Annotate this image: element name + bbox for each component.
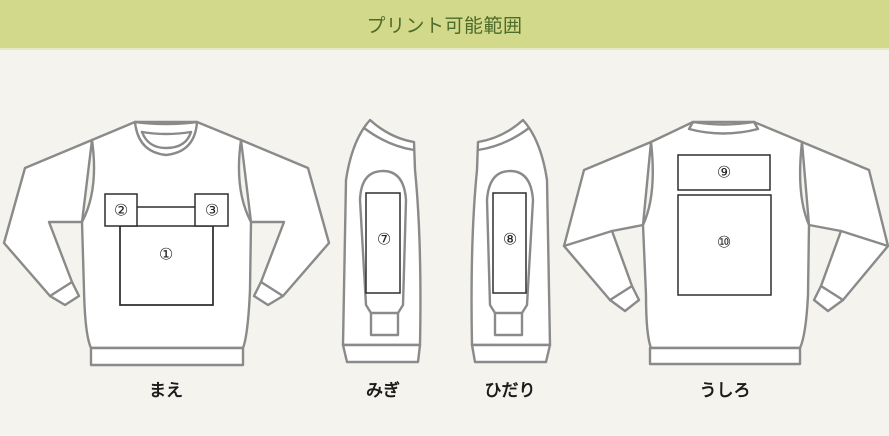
back-left-sleeve [562,140,653,313]
view-label-back: うしろ [699,381,751,401]
left-side-view: ⑧ [470,118,552,364]
right-side-view: ⑦ [341,118,422,364]
front-left-sleeve [2,138,94,307]
view-label-right: みぎ [366,381,400,401]
print-area-8[interactable] [492,192,527,294]
back-neck-band [687,120,760,135]
area-number-1: ① [159,245,173,264]
area-number-3: ③ [205,201,219,220]
right-cuff-band [341,343,422,364]
back-hem-band [648,346,802,366]
print-area-7[interactable] [365,192,401,294]
print-area-9[interactable] [677,154,771,191]
area-number-10: ⑩ [717,233,731,252]
print-area-3[interactable] [194,193,229,227]
area-number-2: ② [114,201,128,220]
front-collar [133,120,199,157]
header-bar: プリント可能範囲 [0,0,889,50]
area-number-8: ⑧ [503,230,517,249]
view-label-left: ひだり [484,381,536,401]
front-right-sleeve [239,138,331,307]
back-sweatshirt: ⑨ ⑩ [562,120,889,366]
view-label-front: まえ [149,381,183,401]
area-number-7: ⑦ [377,230,391,249]
print-area-1[interactable] [119,225,214,306]
front-sweatshirt: ① ② ③ [2,120,331,367]
print-area-2[interactable] [104,193,138,227]
page-title: プリント可能範囲 [366,14,523,37]
area-number-9: ⑨ [717,163,731,182]
print-area-10[interactable] [677,194,772,296]
front-hem-band [89,346,245,367]
back-right-sleeve [800,140,889,313]
left-cuff-band [470,343,552,364]
